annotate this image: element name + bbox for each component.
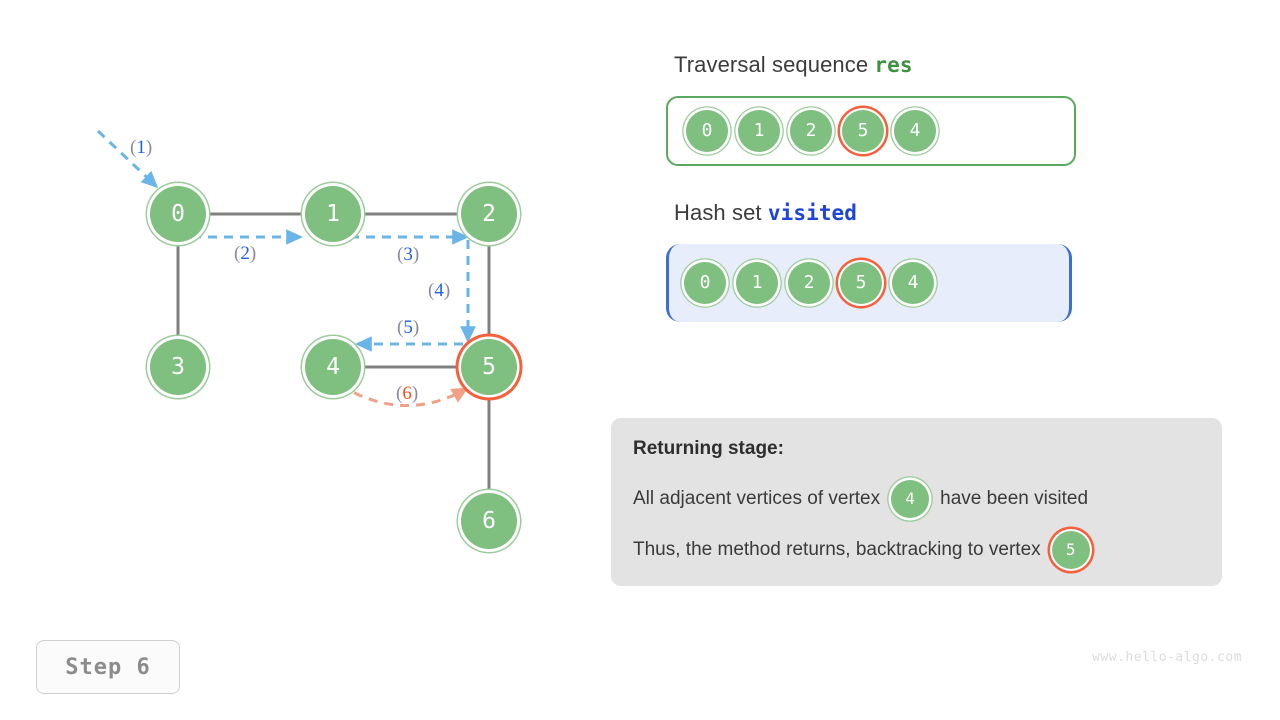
info-line-1-before: All adjacent vertices of vertex <box>633 488 881 509</box>
step-badge: Step 6 <box>36 640 180 694</box>
step-label-2-open: ( <box>234 243 241 264</box>
step-label-5-close: ) <box>412 317 420 338</box>
step-label-1-open: ( <box>130 137 137 158</box>
visited-cell-2[interactable]: 2 <box>788 262 830 304</box>
visited-cell-1[interactable]: 1 <box>736 262 778 304</box>
res-panel-title: Traversal sequence res <box>674 52 1266 78</box>
res-array-box: 0 1 2 5 4 <box>666 96 1076 166</box>
res-cell-3[interactable]: 5 <box>842 110 884 152</box>
watermark: www.hello-algo.com <box>1092 650 1242 665</box>
graph-edges-and-arrows <box>96 129 491 493</box>
step-label-3: (3) <box>397 244 419 266</box>
step-label-4-close: ) <box>443 280 451 301</box>
arrow-step-6-backtrack <box>339 383 469 407</box>
graph-node-3[interactable]: 3 <box>150 339 206 395</box>
visited-title-text: Hash set <box>674 200 762 225</box>
step-label-5: (5) <box>397 317 419 339</box>
step-label-5-open: ( <box>397 317 404 338</box>
info-box-title: Returning stage: <box>633 438 784 459</box>
info-badge-vertex-4: 4 <box>891 480 930 518</box>
step-label-1: (1) <box>130 137 152 159</box>
step-label-2: (2) <box>234 243 256 265</box>
step-label-6: (6) <box>396 383 418 405</box>
visited-cell-3[interactable]: 5 <box>840 262 882 304</box>
res-cell-row: 0 1 2 5 4 <box>668 98 1074 164</box>
step-label-1-close: ) <box>145 137 153 158</box>
graph-node-6[interactable]: 6 <box>461 493 517 549</box>
res-cell-2[interactable]: 2 <box>790 110 832 152</box>
step-label-3-close: ) <box>412 244 420 265</box>
graph-panel: 0 1 2 3 4 5 6 (1) (2) (3) (4) (5) <box>0 0 620 620</box>
info-badge-vertex-5: 5 <box>1051 531 1090 569</box>
step-label-6-num: 6 <box>402 383 412 404</box>
step-label-3-num: 3 <box>403 244 413 265</box>
step-label-4-num: 4 <box>434 280 444 301</box>
res-cell-1[interactable]: 1 <box>738 110 780 152</box>
info-line-1-after: have been visited <box>940 488 1089 509</box>
graph-node-0[interactable]: 0 <box>150 186 206 242</box>
arrow-step-1 <box>96 129 159 189</box>
step-label-5-num: 5 <box>403 317 413 338</box>
res-title-text: Traversal sequence <box>674 52 869 77</box>
step-label-2-num: 2 <box>240 243 250 264</box>
graph-node-5[interactable]: 5 <box>461 339 517 395</box>
step-label-2-close: ) <box>249 243 257 264</box>
res-variable-name: res <box>874 53 913 77</box>
graph-node-2[interactable]: 2 <box>461 186 517 242</box>
step-label-6-open: ( <box>396 383 403 404</box>
visited-variable-name: visited <box>767 201 858 225</box>
step-label-3-open: ( <box>397 244 404 265</box>
res-cell-4[interactable]: 4 <box>894 110 936 152</box>
step-label-4-open: ( <box>428 280 435 301</box>
visited-cell-4[interactable]: 4 <box>892 262 934 304</box>
res-cell-0[interactable]: 0 <box>686 110 728 152</box>
visited-set-box: 0 1 2 5 4 <box>666 244 1072 322</box>
visited-cell-0[interactable]: 0 <box>684 262 726 304</box>
graph-node-4[interactable]: 4 <box>305 339 361 395</box>
step-label-6-close: ) <box>411 383 419 404</box>
info-line-2-before: Thus, the method returns, backtracking t… <box>633 539 1041 560</box>
graph-node-1[interactable]: 1 <box>305 186 361 242</box>
edge-group <box>176 212 491 493</box>
step-label-1-num: 1 <box>136 137 146 158</box>
visited-cell-row: 0 1 2 5 4 <box>666 244 1072 322</box>
right-column: Traversal sequence res 0 1 2 5 4 Hash se… <box>666 52 1266 322</box>
returning-stage-info-box: Returning stage: All adjacent vertices o… <box>611 418 1222 586</box>
info-line-2: Thus, the method returns, backtracking t… <box>633 531 1200 569</box>
step-label-4: (4) <box>428 280 450 302</box>
info-line-1: All adjacent vertices of vertex 4 have b… <box>633 480 1200 518</box>
visited-panel-title: Hash set visited <box>674 200 1266 226</box>
